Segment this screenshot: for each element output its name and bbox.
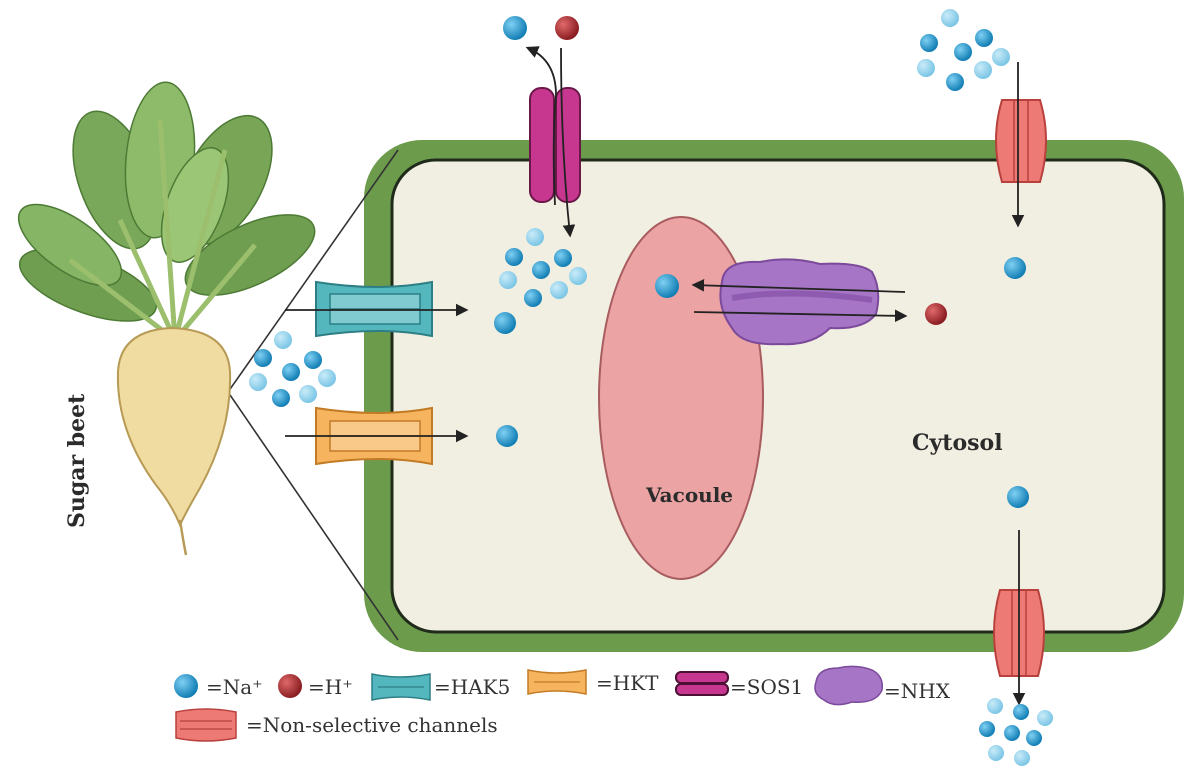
cytosol-label: Cytosol [912, 430, 1003, 456]
legend-h-icon [278, 674, 302, 698]
na-ion-vacuole [655, 274, 679, 298]
legend-nhx-label: =NHX [884, 679, 951, 703]
nonselective-channel-top [995, 62, 1047, 228]
h-ion-cytosol [925, 303, 947, 325]
nhx-exchanger [691, 258, 908, 346]
na-ion-sos1-out [503, 16, 527, 40]
na-ion-hak5-in [494, 312, 516, 334]
legend-hkt-label: =HKT [596, 671, 659, 695]
legend-nonselective-icon [175, 708, 237, 742]
legend-nhx-icon [814, 665, 884, 706]
legend: =Na⁺ =H⁺ =HAK5 =HKT =SOS1 =NHX =Non-sele… [174, 665, 951, 742]
na-ion-cytosol-lower [1007, 486, 1029, 508]
legend-hak5-icon [371, 673, 431, 701]
sos1-antiporter [525, 46, 581, 238]
hkt-channel [285, 406, 469, 466]
zoom-lines [227, 149, 399, 641]
legend-sos1-label: =SOS1 [730, 675, 803, 699]
legend-na-icon [174, 674, 198, 698]
beet-root [116, 326, 232, 528]
na-cluster-cytosol [499, 228, 587, 307]
sugar-beet-plant: Sugar beet [17, 81, 316, 556]
vacuole-label: Vacoule [645, 483, 733, 507]
legend-sos1-icon [675, 671, 729, 696]
plant-cell [364, 140, 1184, 652]
nonselective-channel-bottom [993, 530, 1045, 706]
legend-hak5-label: =HAK5 [434, 675, 510, 699]
hak5-channel [285, 280, 469, 338]
h-ion-sos1-out [555, 16, 579, 40]
na-cluster-outside-left [249, 331, 336, 407]
legend-nonselective-label: =Non-selective channels [246, 713, 498, 737]
na-ion-top-in [1004, 257, 1026, 279]
legend-na-label: =Na⁺ [206, 675, 263, 699]
na-cluster-outside-top [917, 9, 1010, 91]
beet-leaves [17, 81, 316, 342]
na-cluster-outside-bottom [979, 698, 1053, 766]
plant-label: Sugar beet [64, 393, 90, 528]
legend-hkt-icon [527, 669, 587, 695]
legend-h-label: =H⁺ [308, 675, 353, 699]
beet-taproot [178, 519, 188, 556]
na-ion-hkt-in [496, 425, 518, 447]
cytoplasm [390, 158, 1166, 634]
